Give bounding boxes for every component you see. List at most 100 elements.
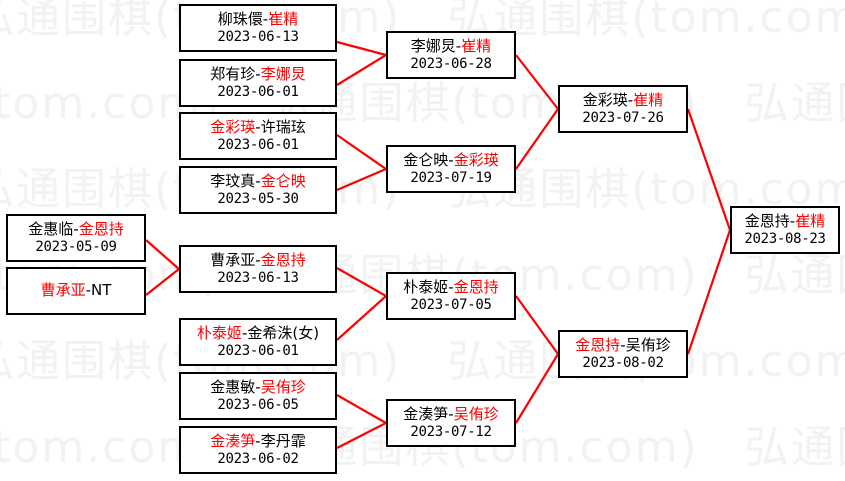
match-players: 金湊笋-吴侑珍 bbox=[403, 405, 498, 423]
match-date: 2023-06-01 bbox=[217, 342, 299, 359]
player-right: 崔精 bbox=[461, 37, 492, 56]
match-players: 金湊笋-李丹霏 bbox=[210, 432, 305, 450]
player-right: 吴侑珍 bbox=[260, 378, 306, 397]
match-date: 2023-05-30 bbox=[217, 190, 299, 207]
player-separator: - bbox=[620, 336, 626, 355]
player-right: 吴侑珍 bbox=[453, 405, 499, 424]
player-separator: - bbox=[448, 278, 454, 297]
match-players: 李娜炅-崔精 bbox=[411, 37, 491, 55]
match-date: 2023-06-05 bbox=[217, 396, 299, 413]
player-separator: - bbox=[262, 10, 269, 29]
player-left: 金恩持 bbox=[575, 336, 621, 355]
match-date: 2023-08-23 bbox=[744, 230, 826, 247]
player-right: 吴侑珍 bbox=[625, 336, 671, 355]
player-right: 金恩持 bbox=[260, 251, 306, 270]
player-separator: - bbox=[73, 220, 79, 239]
player-separator: - bbox=[255, 65, 261, 84]
player-separator: - bbox=[627, 91, 634, 110]
player-separator: - bbox=[255, 378, 261, 397]
match-players: 朴泰姬-金恩持 bbox=[403, 278, 498, 296]
player-left: 朴泰姬 bbox=[403, 278, 449, 297]
player-separator: - bbox=[448, 151, 454, 170]
match-date: 2023-06-02 bbox=[217, 450, 299, 467]
player-right: 金仑映 bbox=[260, 172, 306, 191]
match-date: 2023-07-26 bbox=[582, 109, 664, 126]
match-players: 朴泰姬-金希洙(女) bbox=[197, 324, 319, 342]
match-players: 金彩瑛-崔精 bbox=[583, 91, 663, 109]
player-left: 金惠敏 bbox=[210, 378, 256, 397]
match-date: 2023-06-13 bbox=[217, 269, 299, 286]
player-right: 崔精 bbox=[795, 212, 826, 231]
match-players: 李玟真-金仑映 bbox=[210, 172, 305, 190]
player-left: 金惠临 bbox=[28, 220, 74, 239]
player-left: 金湊笋 bbox=[403, 405, 449, 424]
player-left: 金恩持 bbox=[744, 212, 790, 231]
player-left: 金彩瑛 bbox=[582, 91, 628, 110]
match-players: 柳珠儇-崔精 bbox=[218, 10, 298, 28]
match-date: 2023-07-19 bbox=[410, 169, 492, 186]
player-separator: - bbox=[789, 212, 796, 231]
match-date: 2023-05-09 bbox=[35, 238, 117, 255]
player-separator: - bbox=[241, 324, 248, 343]
match-date: 2023-06-01 bbox=[217, 136, 299, 153]
player-left: 金湊笋 bbox=[210, 432, 256, 451]
match-date: 2023-06-01 bbox=[217, 83, 299, 100]
player-right: NT bbox=[91, 280, 112, 299]
match-players: 曹承亚-金恩持 bbox=[210, 251, 305, 269]
player-separator: - bbox=[255, 432, 261, 451]
match-date: 2023-07-05 bbox=[410, 296, 492, 313]
player-right: 金彩瑛 bbox=[453, 151, 499, 170]
player-right: 金希洙(女) bbox=[247, 324, 320, 343]
match-date: 2023-06-28 bbox=[410, 55, 492, 72]
match-box[interactable]: 朴泰姬-金希洙(女)2023-06-01 bbox=[179, 318, 337, 366]
player-right: 金恩持 bbox=[453, 278, 499, 297]
player-right: 金恩持 bbox=[78, 220, 124, 239]
match-players: 金恩持-崔精 bbox=[745, 212, 825, 230]
player-left: 曹承亚 bbox=[40, 280, 86, 299]
match-players: 金恩持-吴侑珍 bbox=[575, 336, 670, 354]
player-right: 李丹霏 bbox=[260, 432, 306, 451]
player-left: 金仑映 bbox=[403, 151, 449, 170]
player-left: 金彩瑛 bbox=[210, 118, 256, 137]
player-separator: - bbox=[448, 405, 454, 424]
player-right: 崔精 bbox=[633, 91, 664, 110]
player-left: 曹承亚 bbox=[210, 251, 256, 270]
match-players: 金彩瑛-许瑞玹 bbox=[210, 118, 305, 136]
match-box[interactable]: 曹承亚-NT bbox=[6, 267, 146, 315]
player-separator: - bbox=[85, 280, 92, 299]
player-separator: - bbox=[255, 118, 261, 137]
match-players: 金仑映-金彩瑛 bbox=[403, 151, 498, 169]
player-left: 李娜炅 bbox=[410, 37, 456, 56]
player-left: 柳珠儇 bbox=[217, 10, 263, 29]
player-left: 朴泰姬 bbox=[196, 324, 242, 343]
player-right: 许瑞玹 bbox=[260, 118, 306, 137]
match-date: 2023-06-13 bbox=[217, 28, 299, 45]
match-players: 金惠敏-吴侑珍 bbox=[210, 378, 305, 396]
player-separator: - bbox=[255, 251, 261, 270]
match-date: 2023-07-12 bbox=[410, 423, 492, 440]
player-right: 崔精 bbox=[268, 10, 299, 29]
match-date: 2023-08-02 bbox=[582, 354, 664, 371]
player-left: 郑有珍 bbox=[210, 65, 256, 84]
match-players: 郑有珍-李娜炅 bbox=[210, 65, 305, 83]
player-left: 李玟真 bbox=[210, 172, 256, 191]
player-right: 李娜炅 bbox=[260, 65, 306, 84]
player-separator: - bbox=[455, 37, 462, 56]
